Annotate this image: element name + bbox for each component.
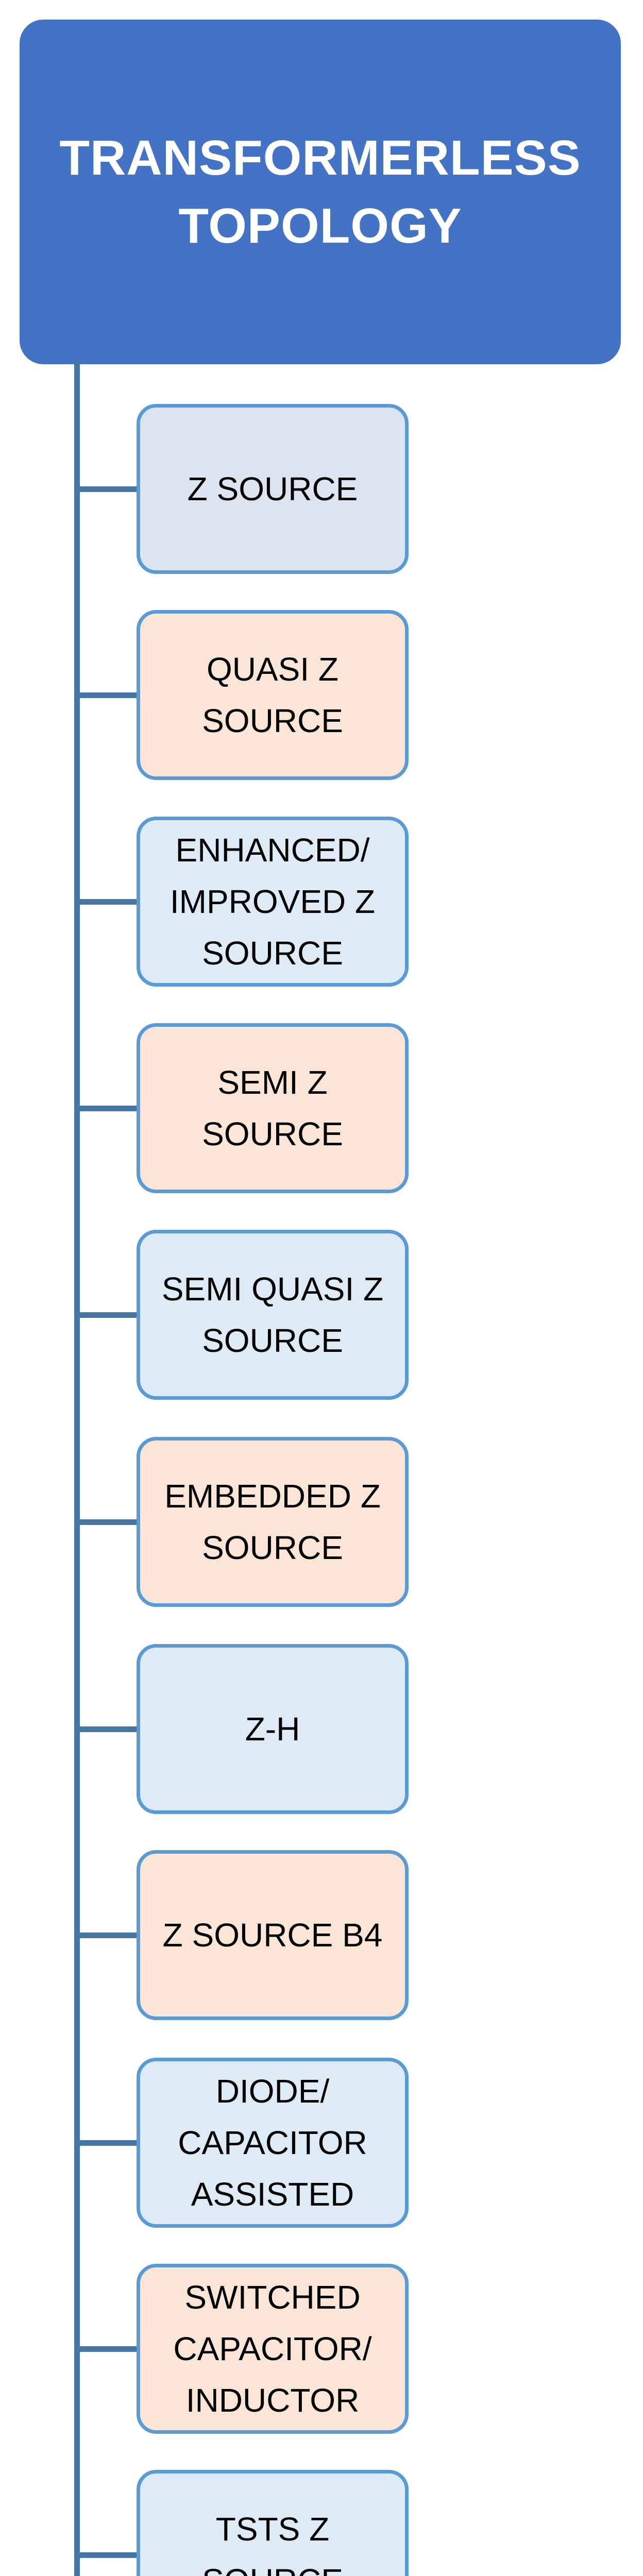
connector-line [74,899,140,905]
node-label: Z-H [245,1710,300,1748]
node-semi-quasi-z-source: SEMI QUASI Z SOURCE [137,1230,409,1400]
node-diode-capacitor-assisted: DIODE/ CAPACITOR ASSISTED [137,2058,409,2228]
node-label: EMBEDDED Z SOURCE [164,1478,381,1566]
node-label: SEMI Z SOURCE [202,1064,343,1153]
connector-line [74,1933,140,1938]
root-node-transformerless-topology: TRANSFORMERLESS TOPOLOGY [20,20,621,364]
connector-line [74,692,140,698]
node-z-source-b4: Z SOURCE B4 [137,1850,409,2020]
node-tsts-z-source: TSTS Z SOURCE [137,2470,409,2576]
node-label: SWITCHED CAPACITOR/ INDUCTOR [173,2279,372,2419]
connector-line [74,2346,140,2352]
root-node-label: TRANSFORMERLESS TOPOLOGY [59,130,581,253]
tree-trunk-line [74,361,80,2576]
node-z-h: Z-H [137,1644,409,1814]
node-z-source: Z SOURCE [137,404,409,574]
node-switched-capacitor-inductor: SWITCHED CAPACITOR/ INDUCTOR [137,2264,409,2434]
node-embedded-z-source: EMBEDDED Z SOURCE [137,1437,409,1607]
node-enhanced-improved-z-source: ENHANCED/ IMPROVED Z SOURCE [137,817,409,987]
node-label: QUASI Z SOURCE [202,651,343,739]
connector-line [74,486,140,492]
node-semi-z-source: SEMI Z SOURCE [137,1023,409,1193]
connector-line [74,1312,140,1318]
connector-line [74,2552,140,2558]
node-label: TSTS Z SOURCE [202,2511,343,2576]
connector-line [74,1726,140,1732]
connector-line [74,1106,140,1111]
node-label: SEMI QUASI Z SOURCE [161,1270,384,1359]
node-label: ENHANCED/ IMPROVED Z SOURCE [170,832,376,972]
connector-line [74,1519,140,1525]
connector-line [74,2140,140,2146]
node-label: Z SOURCE B4 [162,1917,383,1954]
node-label: DIODE/ CAPACITOR ASSISTED [178,2073,367,2213]
node-quasi-z-source: QUASI Z SOURCE [137,610,409,780]
node-label: Z SOURCE [187,470,358,507]
